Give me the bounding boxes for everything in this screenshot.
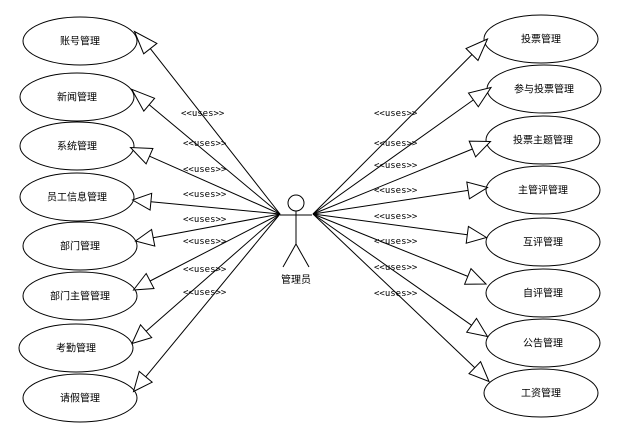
uses-label: <<uses>>: [374, 109, 418, 119]
left-relations: [129, 30, 281, 393]
use-case-gongzi[interactable]: 工资管理: [483, 368, 599, 418]
relation-ziping: [312, 213, 488, 285]
uses-label: <<uses>>: [183, 265, 227, 275]
uses-label: <<uses>>: [374, 263, 418, 273]
use-case-label: 部门主管管理: [50, 290, 110, 303]
use-case-label: 公告管理: [523, 337, 563, 350]
use-case-zhanghao[interactable]: 账号管理: [22, 16, 138, 66]
uses-label: <<uses>>: [183, 288, 227, 298]
relation-bumen: [134, 213, 281, 247]
uses-labels: <<uses>> <<uses>> <<uses>> <<uses>> <<us…: [181, 109, 418, 299]
relation-zhuguan-ping: [312, 181, 489, 215]
relation-toupiao-zhuti: [312, 140, 492, 215]
uses-label: <<uses>>: [374, 161, 418, 171]
use-case-label: 互评管理: [523, 236, 563, 249]
use-case-label: 员工信息管理: [47, 191, 107, 204]
use-case-bumen-zhuguan[interactable]: 部门主管管理: [22, 271, 138, 321]
use-case-bumen[interactable]: 部门管理: [22, 221, 138, 271]
relation-kaoqin: [131, 213, 281, 345]
use-case-toupiao-zhuti[interactable]: 投票主题管理: [485, 115, 601, 165]
use-case-label: 系统管理: [57, 140, 97, 153]
use-case-label: 自评管理: [523, 287, 563, 300]
actor-right-leg: [295, 243, 310, 268]
use-case-label: 部门管理: [60, 240, 100, 253]
relation-yuangong: [131, 192, 281, 215]
relation-xitong: [129, 146, 281, 215]
use-case-toupiao[interactable]: 投票管理: [483, 14, 599, 64]
relation-gongzi: [312, 213, 490, 383]
uses-label: <<uses>>: [183, 139, 227, 149]
uses-label: <<uses>>: [374, 289, 418, 299]
relation-zhanghao: [133, 30, 281, 215]
uses-label: <<uses>>: [374, 139, 418, 149]
relation-canyu-toupiao: [312, 86, 493, 215]
use-case-label: 工资管理: [521, 387, 561, 400]
use-case-label: 考勤管理: [56, 342, 96, 355]
uses-label: <<uses>>: [183, 215, 227, 225]
relation-bumen-zhuguan: [132, 213, 281, 291]
use-case-label: 投票管理: [521, 33, 561, 46]
uses-label: <<uses>>: [183, 190, 227, 200]
uses-label: <<uses>>: [374, 237, 418, 247]
uses-label: <<uses>>: [374, 186, 418, 196]
use-case-label: 参与投票管理: [514, 83, 574, 96]
uses-label: <<uses>>: [181, 109, 225, 119]
uses-label: <<uses>>: [183, 237, 227, 247]
left-use-cases: 账号管理 新闻管理 系统管理 员工信息管理 部门管理 部门主管管理: [18, 16, 138, 423]
use-case-kaoqin[interactable]: 考勤管理: [18, 323, 134, 373]
use-case-xitong[interactable]: 系统管理: [19, 121, 135, 171]
use-case-yuangong[interactable]: 员工信息管理: [19, 172, 135, 222]
use-case-ziping[interactable]: 自评管理: [485, 268, 601, 318]
relation-toupiao: [312, 38, 489, 215]
use-case-qingjia[interactable]: 请假管理: [22, 373, 138, 423]
right-relations: [312, 38, 493, 383]
use-case-label: 账号管理: [60, 35, 100, 48]
relation-huping: [312, 213, 488, 244]
right-use-cases: 投票管理 参与投票管理 投票主题管理 主管评管理 互评管理 自评管理: [483, 14, 602, 418]
use-case-label: 新闻管理: [57, 91, 97, 104]
uses-label: <<uses>>: [183, 165, 227, 175]
use-case-label: 主管评管理: [518, 184, 568, 197]
relation-gonggao: [312, 213, 489, 338]
relation-xinwen: [130, 88, 281, 215]
actor-label: 管理员: [281, 273, 311, 286]
use-case-gonggao[interactable]: 公告管理: [485, 318, 601, 368]
use-case-label: 请假管理: [60, 392, 100, 405]
use-case-canyu-toupiao[interactable]: 参与投票管理: [486, 64, 602, 114]
use-case-xinwen[interactable]: 新闻管理: [19, 72, 135, 122]
use-case-huping[interactable]: 互评管理: [485, 217, 601, 267]
use-case-zhuguan-ping[interactable]: 主管评管理: [485, 165, 601, 215]
actor-head: [287, 194, 305, 212]
actor-left-leg: [282, 243, 297, 268]
relation-qingjia: [132, 213, 281, 393]
use-case-label: 投票主题管理: [513, 134, 573, 147]
actor-admin[interactable]: [280, 194, 312, 268]
uses-label: <<uses>>: [374, 212, 418, 222]
